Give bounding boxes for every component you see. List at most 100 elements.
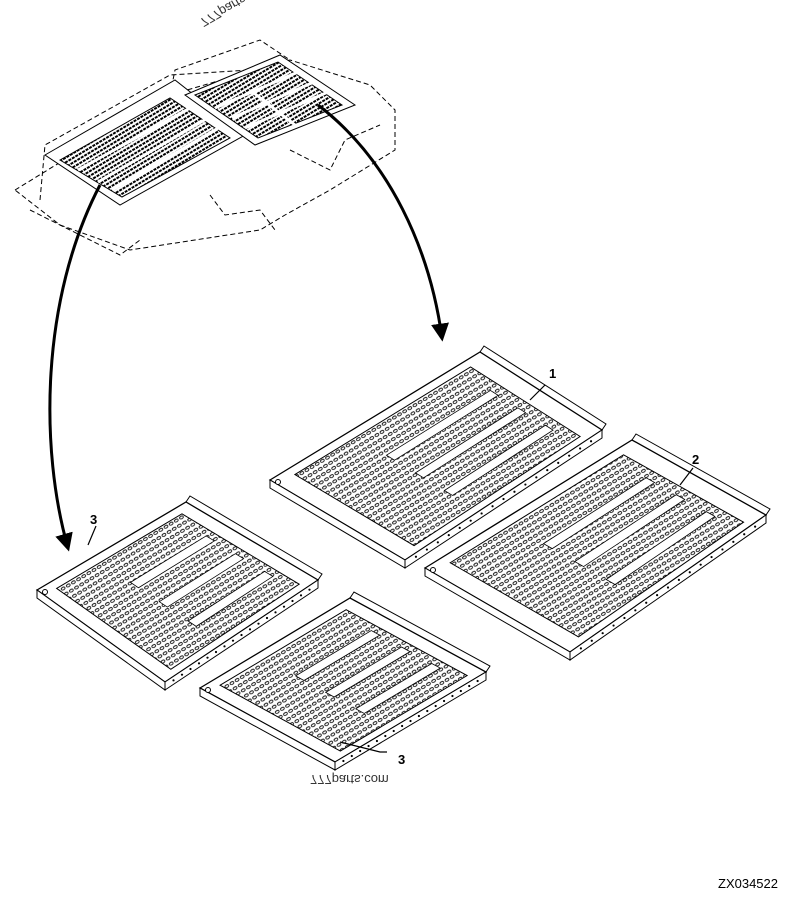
rail-hole: [476, 679, 479, 683]
rail-hole: [568, 454, 571, 457]
rail-hole: [214, 650, 218, 654]
rail-hole: [342, 759, 345, 763]
rail-hole: [459, 689, 462, 693]
rail-hole: [677, 578, 680, 581]
leader-3b: [339, 741, 387, 753]
mount-hole: [205, 687, 211, 693]
rail-hole: [367, 744, 370, 748]
rail-hole: [513, 490, 516, 493]
rail-hole: [375, 739, 379, 743]
rail-hole: [634, 609, 637, 612]
sieve-rib: [158, 553, 245, 608]
rail-hole: [274, 611, 277, 614]
callout-3-lower: 3: [398, 752, 406, 767]
rail-hole: [299, 594, 303, 597]
sieve-3-left: [35, 495, 323, 691]
rail-hole: [409, 719, 412, 723]
rail-hole: [666, 586, 670, 589]
rail-hole: [172, 679, 175, 682]
sieve-back-lip: [631, 433, 771, 516]
rail-hole: [189, 667, 192, 671]
mount-hole: [275, 479, 281, 485]
rail-hole: [590, 639, 593, 642]
rail-hole: [502, 497, 505, 501]
rail-hole: [754, 525, 757, 528]
rail-hole: [425, 548, 428, 551]
rail-hole: [401, 724, 404, 728]
rail-hole: [223, 645, 226, 648]
sieve-rib: [187, 570, 274, 627]
rail-hole: [458, 526, 461, 529]
rail-hole: [197, 662, 201, 665]
arrow-left-sieve: [48, 184, 102, 552]
rail-hole: [546, 469, 549, 472]
rail-hole: [732, 540, 735, 543]
rail-hole: [426, 709, 429, 713]
rail-hole: [491, 505, 494, 508]
sieve-1: [268, 345, 607, 569]
leader-1: [529, 384, 546, 401]
sieve-rib: [542, 477, 656, 550]
rail-hole: [265, 616, 269, 620]
callout-3-left: 3: [90, 512, 98, 527]
figure-id: ZX034522: [718, 876, 778, 891]
mount-hole: [430, 567, 436, 573]
rail-hole: [468, 684, 471, 688]
rail-hole: [248, 628, 252, 631]
rail-hole: [291, 599, 294, 603]
rail-hole: [231, 639, 235, 642]
rail-hole: [601, 632, 604, 635]
rail-hole: [180, 673, 184, 676]
rail-hole: [710, 555, 713, 559]
rail-hole: [436, 541, 439, 544]
rail-hole: [359, 749, 362, 753]
rail-hole: [434, 704, 437, 708]
rail-hole: [257, 622, 260, 625]
rail-hole: [447, 534, 450, 537]
rail-hole: [645, 601, 648, 604]
rail-hole: [579, 647, 582, 650]
sieve-rib: [414, 407, 527, 479]
callout-1: 1: [549, 366, 557, 381]
rail-hole: [392, 729, 395, 733]
sieve-rib: [385, 389, 499, 461]
sieve-perforated-panel: [293, 366, 582, 547]
rail-hole: [414, 555, 418, 558]
sieve-rib: [129, 535, 216, 589]
leader-lines: [87, 384, 694, 753]
sieve-back-lip: [185, 495, 323, 581]
rail-hole: [417, 714, 420, 718]
sieve-rib: [294, 630, 381, 681]
rail-hole: [524, 483, 527, 486]
chassis-sieve-right: [183, 54, 357, 146]
sieve-rib: [443, 424, 554, 496]
rail-hole: [282, 605, 286, 608]
sieve-perforated-panel: [219, 609, 469, 752]
rail-hole: [699, 563, 702, 566]
rail-hole: [623, 616, 626, 620]
sieve-2: [423, 433, 771, 661]
rail-hole: [240, 633, 243, 637]
rail-hole: [557, 461, 560, 464]
leader-3a: [87, 525, 97, 546]
rail-hole: [442, 699, 446, 703]
callout-2: 2: [692, 452, 700, 467]
rail-hole: [384, 734, 387, 738]
rail-hole: [688, 571, 691, 574]
watermark-bottom: 777parts.com: [310, 772, 389, 787]
sieve-rib: [605, 511, 716, 586]
rail-hole: [579, 447, 582, 450]
rail-hole: [308, 588, 311, 591]
rail-hole: [743, 533, 746, 536]
rail-hole: [350, 754, 353, 758]
sieve-back-lip: [349, 591, 491, 673]
rail-hole: [469, 519, 472, 522]
sieve-rib: [354, 663, 442, 714]
rail-hole: [535, 476, 538, 479]
rail-hole: [480, 512, 483, 515]
sieve-3-lower: [198, 591, 491, 771]
rail-hole: [721, 548, 724, 551]
mount-hole: [42, 589, 48, 595]
sieve-rib: [324, 646, 411, 698]
